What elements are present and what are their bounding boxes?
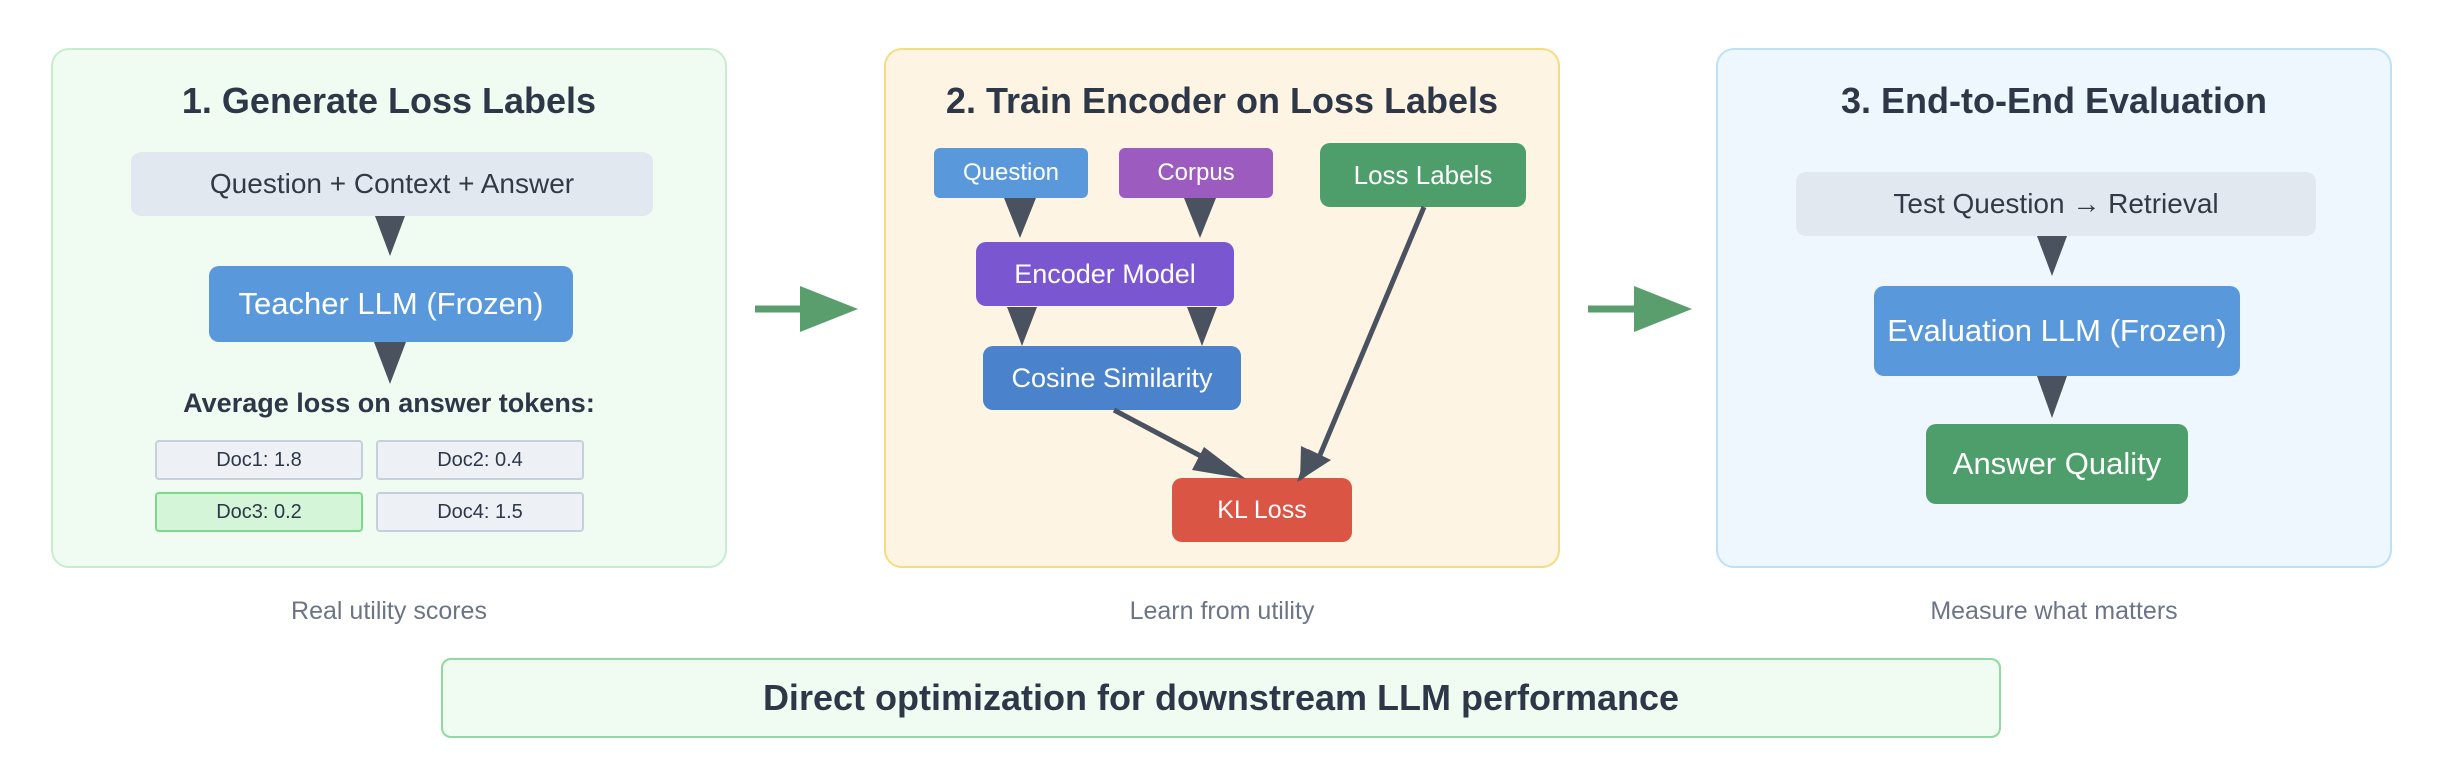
doc-score-1: Doc1: 1.8 <box>155 440 363 480</box>
teacher-llm-box: Teacher LLM (Frozen) <box>209 266 573 342</box>
arrow-encoder-to-cosine-left <box>1007 307 1037 346</box>
arrow-cosine-to-kl <box>1112 407 1246 479</box>
panel-generate-loss-labels: 1. Generate Loss Labels Question + Conte… <box>51 48 727 568</box>
doc-score-3-highlighted: Doc3: 0.2 <box>155 492 363 532</box>
doc-score-2: Doc2: 0.4 <box>376 440 584 480</box>
panel-title: 1. Generate Loss Labels <box>181 80 597 121</box>
kl-loss-box: KL Loss <box>1172 478 1352 542</box>
question-box: Question <box>934 148 1088 198</box>
encoder-model-box: Encoder Model <box>976 242 1234 306</box>
caption-panel-3: Measure what matters <box>1930 597 2178 625</box>
caption-panel-1: Real utility scores <box>291 597 487 625</box>
corpus-box: Corpus <box>1119 148 1273 198</box>
summary-banner: Direct optimization for downstream LLM p… <box>441 658 2001 738</box>
arrow-teacher-to-scores <box>374 342 406 384</box>
flow-arrow-2-to-3 <box>1588 286 1692 332</box>
arrow-corpus-to-encoder <box>1184 198 1216 238</box>
input-box-question-context-answer: Question + Context + Answer <box>131 152 653 216</box>
panel-title: 2. Train Encoder on Loss Labels <box>945 80 1499 121</box>
caption-panel-2: Learn from utility <box>1129 597 1315 625</box>
flow-arrow-1-to-2 <box>755 286 858 332</box>
arrow-retrieval-to-eval-llm <box>2037 236 2067 276</box>
avg-loss-label: Average loss on answer tokens: <box>183 388 595 418</box>
arrow-encoder-to-cosine-right <box>1187 307 1217 346</box>
answer-quality-box: Answer Quality <box>1926 424 2188 504</box>
arrow-input-to-teacher <box>375 216 405 256</box>
doc-score-4: Doc4: 1.5 <box>376 492 584 532</box>
panel-title: 3. End-to-End Evaluation <box>1840 80 2267 121</box>
evaluation-llm-box: Evaluation LLM (Frozen) <box>1874 286 2240 376</box>
test-question-retrieval-box: Test Question → Retrieval <box>1796 172 2316 236</box>
loss-labels-box: Loss Labels <box>1320 143 1526 207</box>
arrow-eval-llm-to-quality <box>2037 376 2067 418</box>
cosine-similarity-box: Cosine Similarity <box>983 346 1241 410</box>
arrow-question-to-encoder <box>1004 198 1036 238</box>
panel-train-encoder: 2. Train Encoder on Loss Labels Question… <box>884 48 1560 568</box>
panel-end-to-end-evaluation: 3. End-to-End Evaluation Test Question →… <box>1716 48 2392 568</box>
arrow-loss-labels-to-kl <box>1297 206 1427 482</box>
